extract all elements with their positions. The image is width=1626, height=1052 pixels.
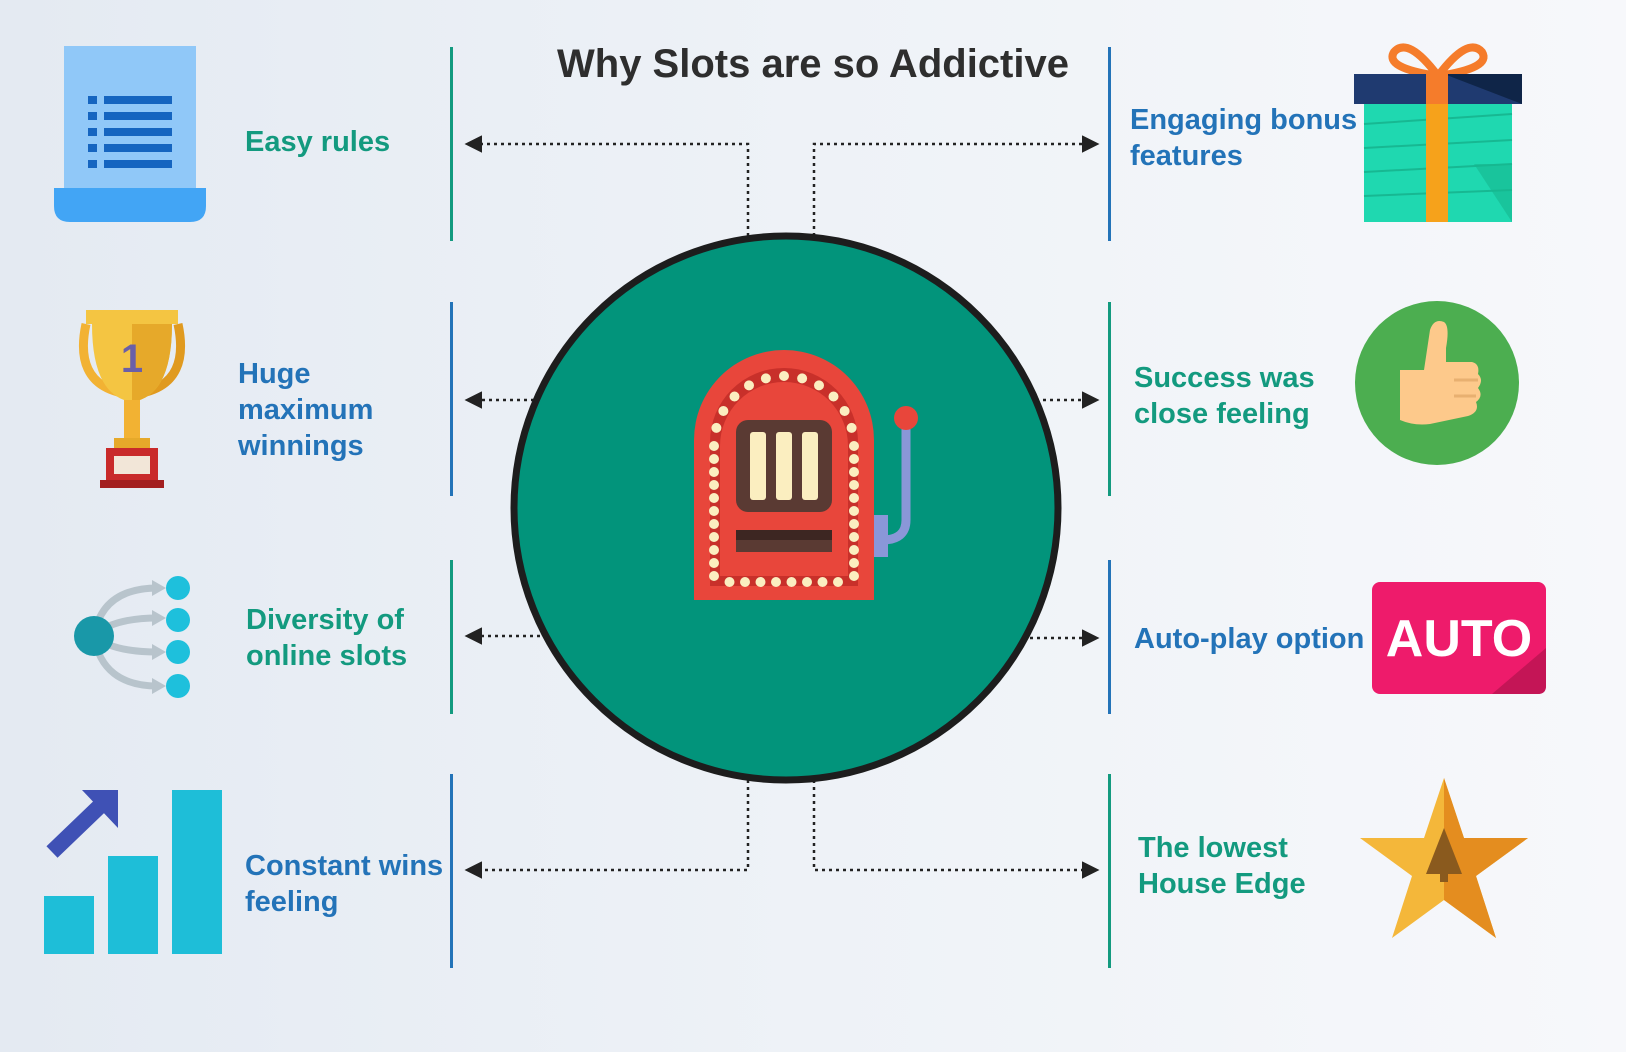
marquee-bulb: [797, 373, 808, 384]
marquee-bulb: [849, 558, 859, 568]
divider-left-3: [450, 560, 453, 714]
marquee-bulb: [709, 480, 719, 490]
marquee-bulb: [849, 532, 859, 542]
marquee-bulb: [709, 506, 719, 516]
marquee-bulb: [802, 577, 812, 587]
marquee-bulb: [833, 577, 843, 587]
marquee-bulb: [709, 519, 719, 529]
marquee-bulb: [711, 422, 722, 433]
marquee-bulb: [849, 506, 859, 516]
arrow-house-edge: [812, 780, 1100, 879]
divider-left-1: [450, 47, 453, 241]
label-auto-play: Auto-play option: [1134, 623, 1365, 655]
auto-badge-icon: AUTO: [1372, 582, 1546, 694]
marquee-bulb: [849, 480, 859, 490]
marquee-bulb: [849, 441, 859, 451]
marquee-bulb: [724, 577, 735, 587]
label-huge-winnings: Huge maximum winnings: [238, 358, 374, 462]
divider-right-3: [1108, 560, 1111, 714]
arrow-bonus-features: [812, 135, 1100, 236]
arrow-constant-wins: [464, 780, 750, 879]
label-bonus-features: Engaging bonus features: [1130, 104, 1358, 172]
divider-left-4: [450, 774, 453, 968]
divider-right-1: [1108, 47, 1111, 241]
slot-machine-icon: [694, 350, 918, 600]
label-diversity: Diversity of online slots: [246, 604, 408, 672]
marquee-bulb: [849, 493, 859, 503]
label-easy-rules: Easy rules: [245, 126, 391, 158]
marquee-bulb: [709, 571, 719, 581]
center-circle: [510, 232, 1062, 784]
marquee-bulb: [849, 571, 859, 581]
auto-badge-text: AUTO: [1386, 610, 1532, 668]
marquee-bulb: [709, 532, 719, 542]
marquee-bulb: [744, 380, 754, 391]
branching-nodes-icon: [74, 576, 190, 698]
marquee-bulb: [786, 577, 797, 587]
label-success-close: Success was close feeling: [1134, 362, 1315, 430]
marquee-bulb: [846, 422, 857, 433]
marquee-bulb: [849, 467, 859, 477]
page-title: Why Slots are so Addictive: [557, 42, 1069, 86]
thumbs-up-icon: [1355, 301, 1519, 465]
marquee-bulb: [709, 545, 719, 555]
trophy-number: 1: [121, 337, 143, 381]
star-icon: [1360, 778, 1528, 938]
divider-right-4: [1108, 774, 1111, 968]
marquee-bulb: [709, 493, 719, 503]
label-house-edge: The lowest House Edge: [1138, 832, 1306, 900]
gift-box-icon: [1354, 43, 1522, 222]
marquee-bulb: [729, 391, 740, 402]
marquee-bulb: [828, 391, 839, 402]
divider-right-2: [1108, 302, 1111, 496]
marquee-bulb: [709, 558, 719, 568]
marquee-bulb: [718, 406, 729, 416]
marquee-bulb: [849, 454, 859, 464]
marquee-bulb: [709, 441, 719, 451]
marquee-bulb: [760, 373, 771, 384]
label-constant-wins: Constant wins feeling: [245, 850, 444, 918]
marquee-bulb: [814, 380, 824, 391]
arrow-easy-rules: [464, 135, 750, 236]
marquee-bulb: [779, 371, 789, 381]
marquee-bulb: [849, 545, 859, 555]
document-list-icon: [54, 46, 206, 222]
marquee-bulb: [709, 467, 719, 477]
divider-left-2: [450, 302, 453, 496]
growth-chart-icon: [44, 790, 222, 954]
marquee-bulb: [740, 577, 750, 587]
marquee-bulb: [817, 577, 828, 587]
marquee-bulb: [849, 519, 859, 529]
marquee-bulb: [755, 577, 766, 587]
marquee-bulb: [709, 454, 719, 464]
trophy-icon: 1: [78, 310, 186, 488]
marquee-bulb: [839, 406, 850, 416]
marquee-bulb: [771, 577, 781, 587]
